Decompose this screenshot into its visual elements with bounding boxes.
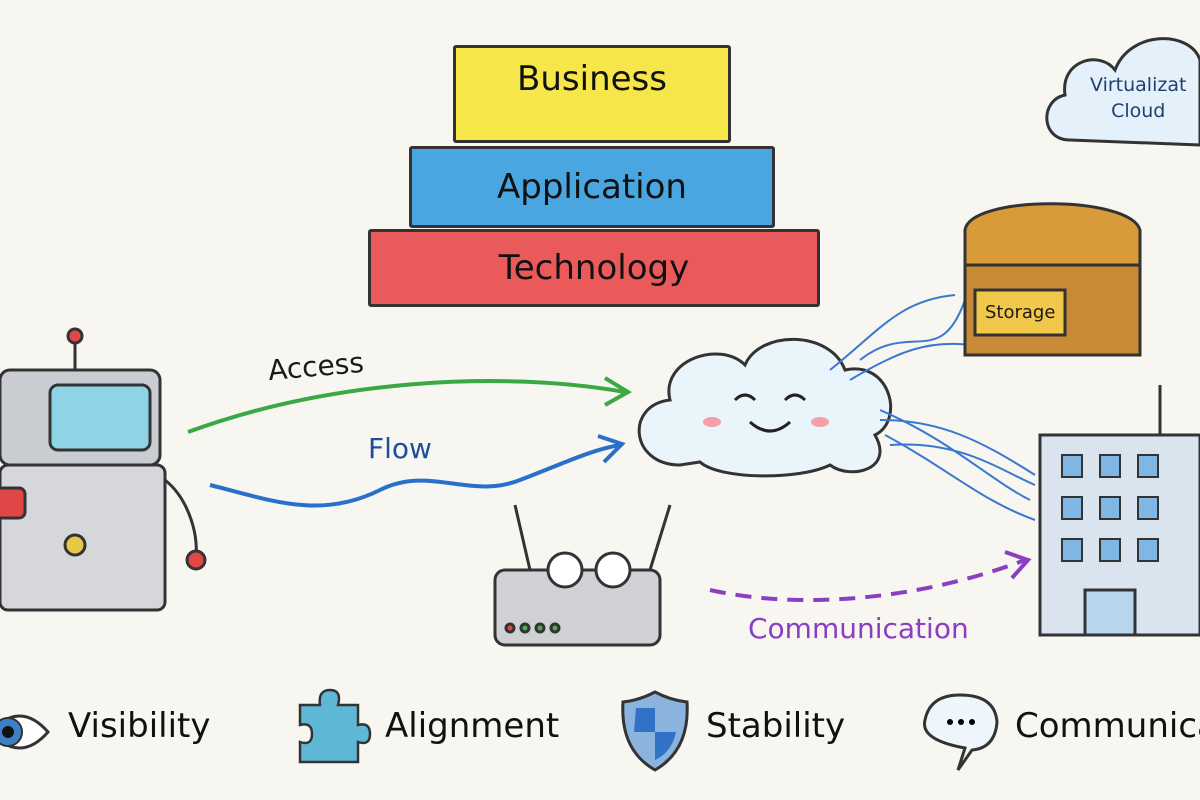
- puzzle-icon: [298, 688, 372, 764]
- cloud-line-1: Virtualizat: [1090, 74, 1187, 96]
- storage-chest: [963, 202, 1142, 357]
- virtualization-cloud-shape: [1045, 37, 1200, 147]
- legend-communication: Communica: [1015, 706, 1200, 746]
- legend-alignment: Alignment: [385, 706, 560, 746]
- stack-layer-business: Business: [453, 45, 731, 143]
- flow-label: Flow: [368, 432, 432, 465]
- robot-server: [0, 327, 207, 612]
- layer-label: Application: [497, 167, 687, 207]
- access-arrow: [187, 379, 626, 434]
- stack-layer-technology: Technology: [368, 229, 820, 307]
- router: [493, 504, 672, 647]
- shield-icon: [621, 690, 689, 772]
- layer-label: Technology: [498, 248, 690, 288]
- central-cloud: [637, 337, 893, 478]
- communication-arrow: [709, 558, 1026, 602]
- communication-label: Communication: [748, 612, 969, 645]
- network-lines: [829, 294, 1036, 521]
- storage-label: Storage: [985, 302, 1056, 323]
- flow-arrow: [209, 443, 621, 508]
- legend-visibility: Visibility: [68, 706, 211, 746]
- layer-label: Business: [517, 59, 667, 99]
- eye-icon: [0, 714, 50, 750]
- virtualization-cloud-label: Virtualizat Cloud: [1090, 72, 1186, 124]
- stack-layer-application: Application: [409, 146, 775, 228]
- speech-bubble-icon: [923, 693, 999, 771]
- cloud-line-2: Cloud: [1111, 100, 1166, 122]
- legend-stability: Stability: [706, 706, 846, 746]
